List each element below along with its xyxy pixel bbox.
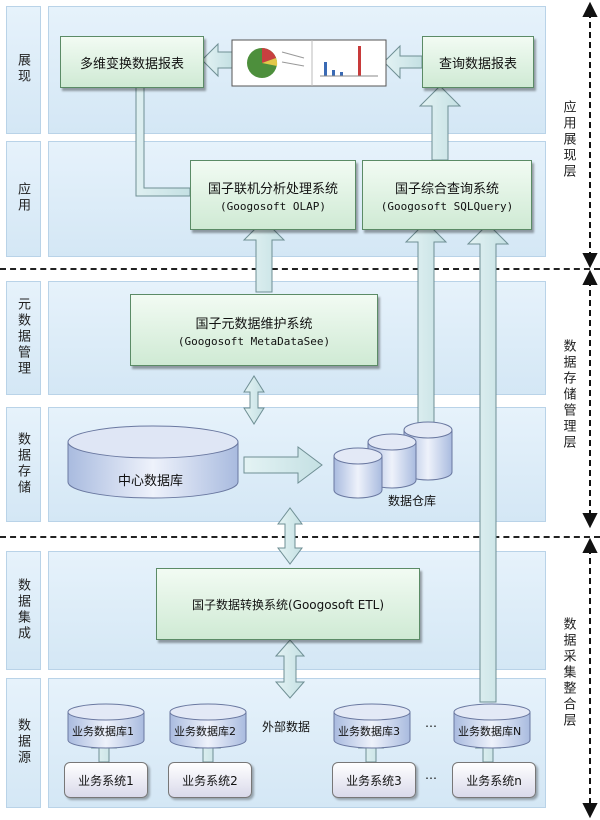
sqlquery-system-en: (Googosoft SQLQuery) [380,199,514,213]
business-system-label: 业务系统1 [78,773,134,788]
layer-span-arrow [582,1,598,819]
sqlquery-system-box: 国子综合查询系统 (Googosoft SQLQuery) [362,160,532,230]
business-system-label: 业务系统2 [182,773,238,788]
query-report-box: 查询数据报表 [422,36,534,88]
layer-label-presentation: 应用展现层 [560,100,576,180]
band-display-left [6,6,41,134]
layer-label-storage: 数据存储管理层 [560,339,576,451]
business-db-label: 业务数据库N [458,725,522,738]
arrow-dbN-to-query [466,223,510,703]
band-application-left [6,141,41,257]
external-data-label: 外部数据 [262,720,311,734]
section-label-application: 应用 [15,182,30,214]
arrow-storage-integration [277,507,303,565]
arrow-warehouse-to-query [404,221,448,433]
arrow-metadata-central [243,375,265,425]
query-report-label: 查询数据报表 [438,56,517,72]
business-system-box: 业务系统3 [332,762,416,798]
section-label-source: 数据源 [15,718,30,766]
olap-system-box: 国子联机分析处理系统 (Googosoft OLAP) [190,160,356,230]
ellipsis: … [425,716,437,730]
central-db-label: 中心数据库 [118,474,184,489]
etl-system-box: 国子数据转换系统(Googosoft ETL) [156,568,420,640]
olap-system-en: (Googosoft OLAP) [220,199,326,213]
etl-system-name: 国子数据转换系统(Googosoft ETL) [191,597,385,612]
section-label-display: 展现 [15,53,30,85]
section-label-metadata: 元数据管理 [15,297,30,377]
central-db-cylinder [67,425,239,499]
arrow-query-to-report [418,85,462,161]
business-system-box: 业务系统n [452,762,536,798]
warehouse-label: 数据仓库 [388,494,437,508]
band-metadata-left [6,281,41,395]
arrow-metadata-to-olap [242,219,286,293]
section-label-storage: 数据存储 [15,431,30,496]
arrow-central-to-warehouse [243,446,323,484]
business-system-box: 业务系统1 [64,762,148,798]
report-thumbnail-image [231,39,387,87]
metadata-system-en: (Googosoft MetaDataSee) [177,334,331,348]
sqlquery-system-name: 国子综合查询系统 [394,181,499,197]
business-db-label: 业务数据库3 [338,725,400,738]
arrow-integration-source [274,639,306,699]
metadata-system-name: 国子元数据维护系统 [195,316,313,332]
arrow-into-charts [383,44,423,80]
business-db-cylinders [67,703,531,749]
section-label-integration: 数据集成 [15,577,30,642]
ellipsis: … [425,768,437,782]
band-source-left [6,678,41,808]
arrow-olap-to-report [122,69,191,197]
business-db-label: 业务数据库2 [174,725,236,738]
metadata-system-box: 国子元数据维护系统 (Googosoft MetaDataSee) [130,294,378,366]
multidim-report-label: 多维变换数据报表 [79,56,184,72]
layer-label-collection: 数据采集整合层 [560,616,576,729]
business-db-label: 业务数据库1 [72,725,134,738]
business-system-label: 业务系统3 [346,773,402,788]
business-system-box: 业务系统2 [168,762,252,798]
warehouse-cylinders [333,421,453,499]
band-integration-left [6,551,41,670]
band-storage-left [6,407,41,522]
arrow-into-multidim [201,42,233,78]
layer-divider [0,268,600,270]
olap-system-name: 国子联机分析处理系统 [207,181,338,197]
multidim-report-box: 多维变换数据报表 [60,36,204,88]
layer-divider [0,536,600,538]
business-system-label: 业务系统n [466,773,522,788]
